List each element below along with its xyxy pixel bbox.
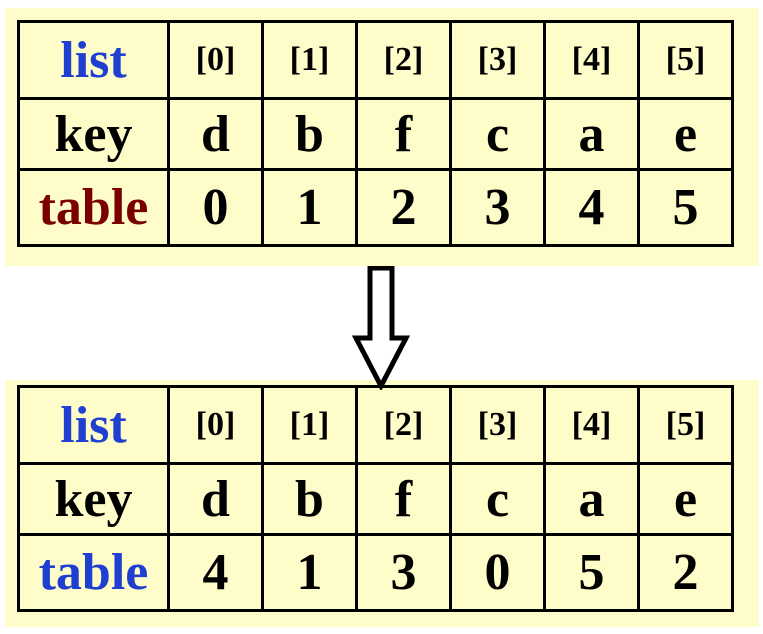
index-cell: [5] (637, 20, 734, 100)
table-cell: 1 (261, 168, 358, 247)
key-cell: a (543, 97, 640, 171)
table-row: table 0 1 2 3 4 5 (17, 168, 734, 247)
row-header-list: list (17, 20, 170, 100)
index-cell: [2] (355, 385, 452, 465)
key-cell: d (167, 462, 264, 536)
key-cell: a (543, 462, 640, 536)
key-cell: c (449, 462, 546, 536)
key-cell: b (261, 97, 358, 171)
row-header-list: list (17, 385, 170, 465)
row-header-key: key (17, 97, 170, 171)
index-cell: [0] (167, 20, 264, 100)
key-cell: d (167, 97, 264, 171)
key-row: key d b f c a e (17, 462, 734, 536)
key-cell: f (355, 97, 452, 171)
key-cell: f (355, 462, 452, 536)
index-cell: [3] (449, 20, 546, 100)
key-cell: e (637, 462, 734, 536)
table-cell: 3 (355, 533, 452, 612)
index-cell: [3] (449, 385, 546, 465)
key-cell: b (261, 462, 358, 536)
index-cell: [1] (261, 20, 358, 100)
table-cell: 5 (637, 168, 734, 247)
row-header-table: table (17, 168, 170, 247)
top-table: list [0] [1] [2] [3] [4] [5] key d b f c… (17, 20, 734, 247)
index-cell: [0] (167, 385, 264, 465)
key-row: key d b f c a e (17, 97, 734, 171)
table-cell: 3 (449, 168, 546, 247)
table-cell: 2 (355, 168, 452, 247)
index-cell: [1] (261, 385, 358, 465)
key-cell: c (449, 97, 546, 171)
table-row: table 4 1 3 0 5 2 (17, 533, 734, 612)
table-cell: 5 (543, 533, 640, 612)
index-cell: [4] (543, 20, 640, 100)
table-cell: 4 (543, 168, 640, 247)
table-cell: 2 (637, 533, 734, 612)
bottom-table: list [0] [1] [2] [3] [4] [5] key d b f c… (17, 385, 734, 612)
table-cell: 4 (167, 533, 264, 612)
table-cell: 0 (167, 168, 264, 247)
row-header-table: table (17, 533, 170, 612)
hollow-down-arrow-icon (352, 266, 410, 390)
list-row: list [0] [1] [2] [3] [4] [5] (17, 20, 734, 100)
index-cell: [4] (543, 385, 640, 465)
table-cell: 0 (449, 533, 546, 612)
list-row: list [0] [1] [2] [3] [4] [5] (17, 385, 734, 465)
key-cell: e (637, 97, 734, 171)
table-cell: 1 (261, 533, 358, 612)
row-header-key: key (17, 462, 170, 536)
index-cell: [2] (355, 20, 452, 100)
index-cell: [5] (637, 385, 734, 465)
